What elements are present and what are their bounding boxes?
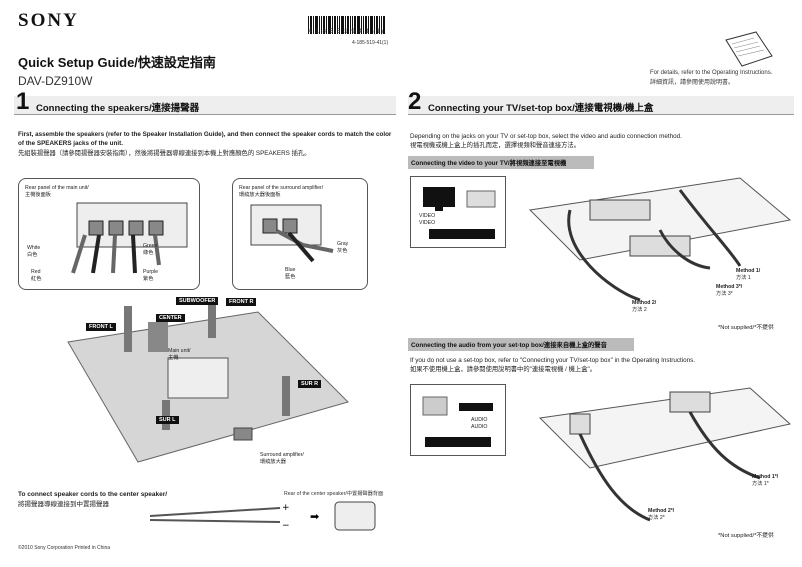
copyright: ©2010 Sony Corporation Printed in China [18, 545, 111, 551]
tv-icon [423, 187, 496, 239]
surround-jacks-illustration [250, 204, 334, 263]
surround-amp-rear-panel: Rear panel of the surround amplifier/環繞放… [232, 178, 368, 290]
section1-title: Connecting the speakers/連接揚聲器 [36, 103, 200, 114]
main-unit-panel-label: Rear panel of the main unit/主機後面板 [25, 185, 89, 198]
room-illustration [67, 302, 349, 463]
section2-number: 2 [408, 88, 422, 115]
audio-intro: If you do not use a set-top box, refer t… [410, 357, 696, 374]
sony-logo: SONY [18, 10, 79, 31]
settop-icon [422, 396, 493, 447]
svg-text:+: + [282, 503, 290, 513]
tag-sur-r: SUR R [298, 380, 322, 388]
barcode-digits: 4 1 8 5 5 1 9 4 1 (1) [308, 28, 384, 35]
svg-text:➡: ➡ [310, 510, 319, 523]
audio-not-supplied: *Not supplied/*不提供 [718, 533, 774, 539]
video-method3-label: Method 3*/方法 3* [716, 284, 743, 297]
tag-center: CENTER [156, 314, 185, 322]
main-unit-label: Main unit/主機 [168, 348, 191, 361]
section2-header [408, 96, 794, 115]
tag-sur-l: SUR L [156, 416, 179, 424]
tag-front-r: FRONT R [226, 298, 257, 306]
section2-title: Connecting your TV/set-top box/連接電視機/機上盒 [428, 103, 654, 114]
svg-text:−: − [282, 521, 290, 531]
audio-connection-illustration [538, 387, 792, 522]
barcode [308, 8, 404, 34]
section1-header [14, 96, 396, 115]
surround-amp-label: Surround amplifier/環繞放大器 [260, 452, 304, 465]
video-not-supplied: *Not supplied/*不提供 [718, 325, 774, 331]
audio-method1-label: Method 1*/方法 1* [752, 474, 779, 487]
surround-panel-label: Rear panel of the surround amplifier/環繞放… [239, 185, 324, 198]
booklet-icon [725, 31, 773, 67]
speaker-jacks-illustration [71, 202, 188, 274]
tag-front-l: FRONT L [86, 323, 116, 331]
center-speaker-heading: To connect speaker cords to the center s… [18, 491, 168, 508]
section1-number: 1 [16, 88, 30, 115]
center-cord-illustration: + − ➡ [150, 501, 376, 531]
audio-subheading: Connecting the audio from your set-top b… [408, 338, 634, 351]
page-title: Quick Setup Guide/快速設定指南 [18, 55, 216, 70]
details-note: For details, refer to the Operating Inst… [650, 70, 773, 86]
part-number: 4-185-519-41(1) [352, 40, 389, 46]
tag-subwoofer: SUBWOOFER [176, 297, 219, 305]
video-method2-label: Method 2/方法 2 [632, 300, 657, 313]
audio-method2-label: Method 2*/方法 2* [648, 508, 675, 521]
video-connection-illustration [528, 177, 792, 302]
video-subheading: Connecting the video to your TV/將視頻連接至電視… [408, 156, 594, 169]
video-method1-label: Method 1/方法 1 [736, 268, 761, 281]
model-number: DAV-DZ910W [18, 74, 93, 88]
section1-intro: First, assemble the speakers (refer to t… [18, 131, 392, 157]
center-rear-label: Rear of the center speaker/中置揚聲器背面 [284, 491, 384, 497]
section2-intro: Depending on the jacks on your TV or set… [410, 133, 682, 150]
